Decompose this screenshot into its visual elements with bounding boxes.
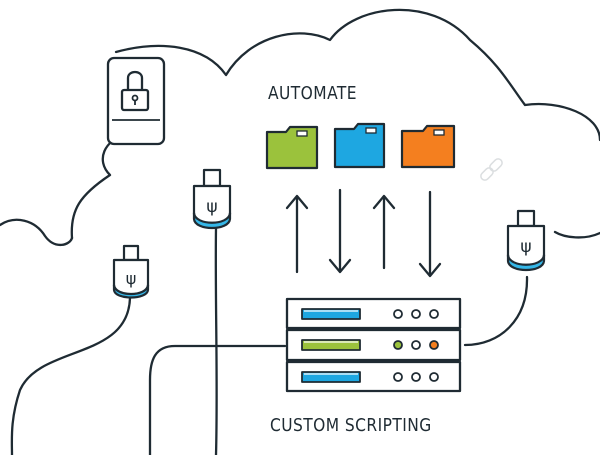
custom-scripting-label: CUSTOM SCRIPTING	[270, 415, 432, 436]
folder-blue-icon	[333, 122, 386, 169]
lock-phone-icon	[106, 56, 166, 146]
led	[411, 340, 421, 350]
svg-text:ψ: ψ	[126, 269, 137, 288]
server-rack-icon	[285, 297, 462, 393]
cable-server-left	[148, 344, 287, 455]
led	[393, 309, 403, 319]
drive-slot-1	[301, 308, 361, 320]
led	[429, 309, 439, 319]
cloud-lower-left	[0, 218, 74, 247]
cable-left	[10, 296, 132, 455]
led	[411, 372, 421, 382]
arrow-down-icon	[328, 188, 352, 274]
led	[429, 372, 439, 382]
arrow-up-icon	[372, 194, 396, 270]
arrow-up-icon	[285, 194, 309, 274]
svg-text:ψ: ψ	[520, 237, 531, 257]
drive-slot-2	[301, 339, 361, 351]
usb-plug-icon: ψ	[506, 209, 546, 272]
led	[429, 340, 439, 350]
usb-plug-icon: ψ	[112, 244, 150, 299]
cable-middle	[214, 226, 218, 455]
arrow-down-icon	[418, 190, 442, 278]
cables	[10, 226, 529, 455]
led	[393, 372, 403, 382]
cloud-right-bottom	[553, 230, 600, 239]
arrows	[285, 188, 442, 278]
automate-label: AUTOMATE	[268, 83, 357, 104]
usb-plug-icon: ψ	[192, 168, 232, 230]
link-icon	[480, 158, 503, 181]
folder-orange-icon	[400, 124, 456, 169]
led	[393, 340, 403, 350]
folder-green-icon	[265, 125, 319, 170]
led	[411, 309, 421, 319]
svg-text:ψ: ψ	[206, 197, 217, 217]
cable-right	[463, 275, 529, 347]
drive-slot-3	[301, 371, 361, 383]
